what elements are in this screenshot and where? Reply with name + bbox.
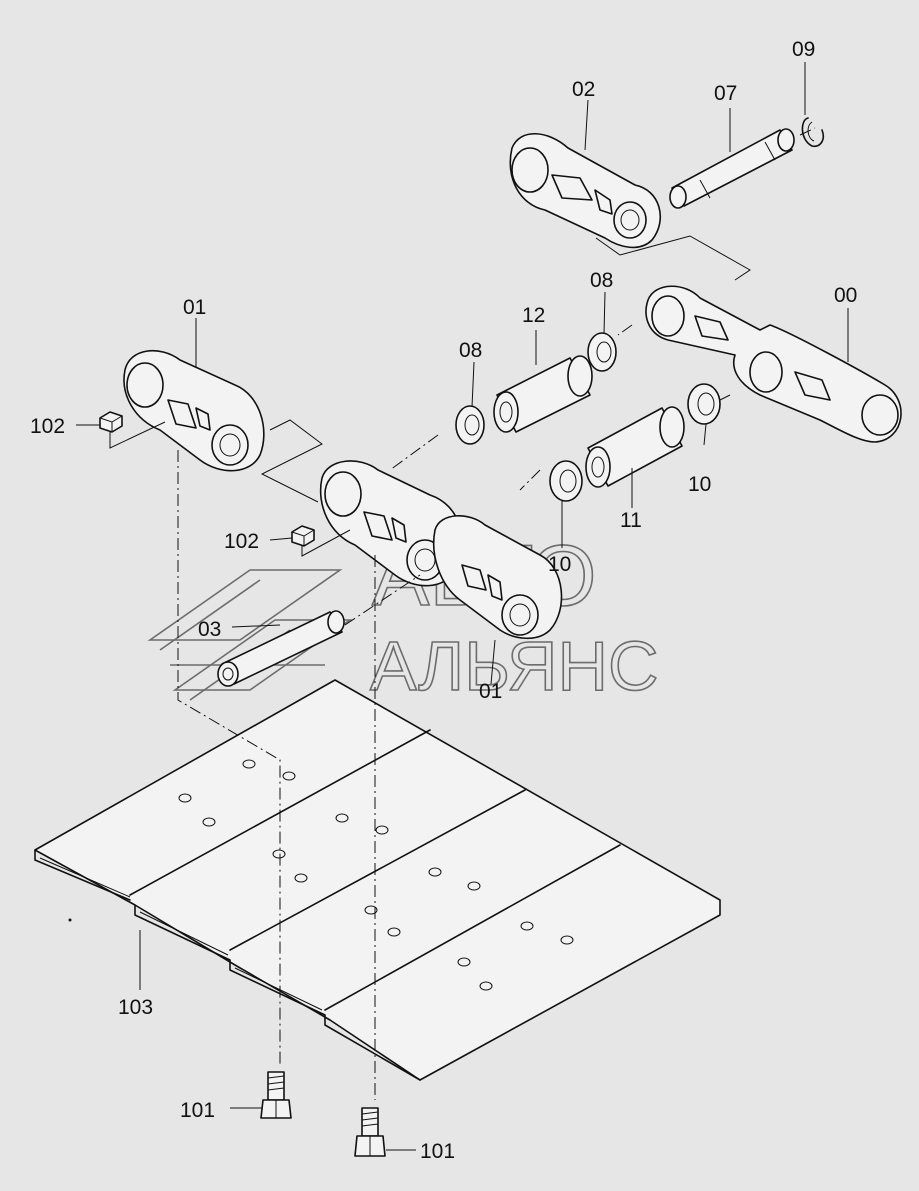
leader-lines <box>76 62 849 1151</box>
label-12: 12 <box>522 304 545 327</box>
label-07: 07 <box>714 82 737 105</box>
track-shoe-assembly <box>34 679 721 1081</box>
seal-10-left <box>549 460 583 502</box>
label-102-upper: 102 <box>30 415 65 438</box>
bolt-101-right <box>354 1107 386 1157</box>
label-103: 103 <box>118 996 153 1019</box>
label-03: 03 <box>198 618 221 641</box>
pin-03 <box>217 610 345 687</box>
bolt-101-left <box>260 1071 292 1119</box>
pin-07 <box>669 128 795 209</box>
seal-08-left <box>455 405 485 445</box>
bushing-12 <box>493 355 593 433</box>
link-01-left <box>123 349 265 472</box>
label-08-right: 08 <box>590 269 613 292</box>
nut-102-lower <box>291 525 315 547</box>
assembly-lines <box>109 127 816 1100</box>
label-102-lower: 102 <box>224 530 259 553</box>
nut-102-upper <box>99 411 123 433</box>
label-101-left: 101 <box>180 1099 215 1122</box>
snap-ring-09 <box>801 117 825 148</box>
label-101-right: 101 <box>420 1140 455 1163</box>
speck <box>68 918 72 922</box>
seal-10-right <box>687 383 721 425</box>
part-labels: 00 01 01 02 03 07 08 08 09 10 10 11 12 1… <box>30 38 857 1163</box>
seal-08-right <box>587 332 617 372</box>
label-08-left: 08 <box>459 339 482 362</box>
link-00 <box>645 285 902 443</box>
label-01-bottom: 01 <box>479 680 502 703</box>
link-01-lower <box>432 515 563 640</box>
label-00: 00 <box>834 284 857 307</box>
label-11: 11 <box>620 509 642 532</box>
watermark-line2: АЛЬЯНС <box>370 627 659 705</box>
label-10-right: 10 <box>688 473 711 496</box>
label-01-top: 01 <box>183 296 206 319</box>
bolt-holes <box>178 759 574 991</box>
label-02: 02 <box>572 78 595 101</box>
label-10-left: 10 <box>548 553 571 576</box>
bushing-11 <box>585 406 685 488</box>
label-09: 09 <box>792 38 815 61</box>
link-02 <box>509 133 661 249</box>
